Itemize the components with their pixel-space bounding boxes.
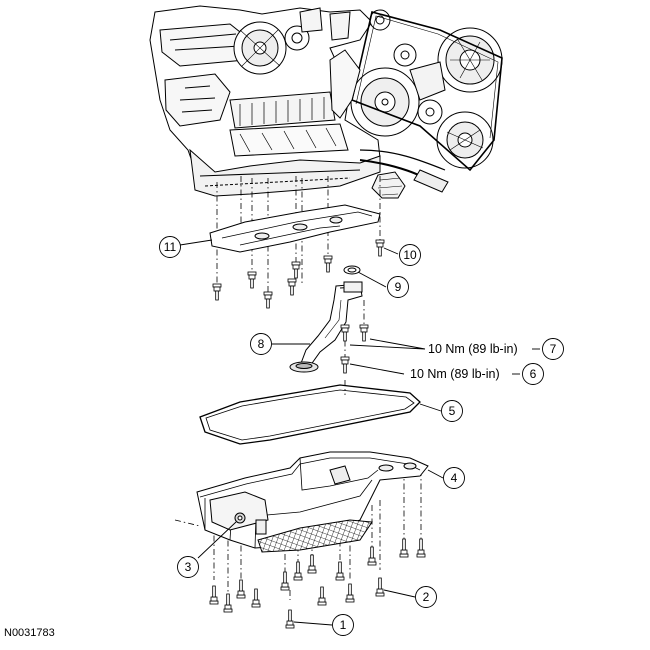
callout-number-11: 11 — [164, 240, 177, 254]
oil-pan — [196, 451, 429, 553]
callout-number-6: 6 — [530, 367, 537, 381]
callout-number-10: 10 — [403, 248, 417, 262]
callouts — [159, 236, 564, 636]
callout-circle-1 — [332, 614, 354, 636]
windage-tray — [209, 204, 381, 253]
leader-5 — [419, 403, 442, 412]
leader-11 — [179, 239, 213, 246]
figure-id: N0031783 — [4, 627, 55, 639]
callout-circle-8 — [250, 333, 272, 355]
callout-circle-10 — [399, 244, 421, 266]
callout-number-3: 3 — [185, 560, 192, 574]
callout-number-2: 2 — [423, 590, 430, 604]
callout-number-7: 7 — [550, 342, 557, 356]
engine-block-illustration — [149, 5, 503, 199]
torque-spec-6: 10 Nm (89 lb-in) — [410, 367, 500, 381]
leader-10 — [383, 247, 399, 255]
callout-circle-4 — [443, 467, 465, 489]
callout-circle-11 — [159, 236, 181, 258]
leader-3 — [197, 521, 237, 559]
torque-spec-7: 10 Nm (89 lb-in) — [428, 342, 518, 356]
leader-1 — [293, 621, 333, 626]
oil-pan-bolts — [209, 538, 426, 629]
leader-2 — [383, 589, 416, 598]
oil-pickup-tube — [289, 281, 363, 373]
callout-number-4: 4 — [451, 471, 458, 485]
leader-9 — [357, 271, 387, 288]
callout-circle-2 — [415, 586, 437, 608]
callout-circle-7 — [542, 338, 564, 360]
callout-circle-9 — [387, 276, 409, 298]
callout-circle-6 — [522, 363, 544, 385]
pickup-tube-gasket — [343, 265, 361, 275]
callout-numbers: 11 10 9 8 7 6 5 4 3 2 1 — [164, 240, 557, 632]
leader-7 — [349, 338, 426, 350]
callout-circle-3 — [177, 556, 199, 578]
callout-circle-5 — [441, 400, 463, 422]
oil-pan-gasket — [199, 384, 421, 445]
callout-number-8: 8 — [258, 337, 265, 351]
pickup-tube-bolts — [340, 324, 369, 374]
callout-number-9: 9 — [395, 280, 402, 294]
callout-number-5: 5 — [449, 404, 456, 418]
leader-6 — [349, 363, 405, 375]
callout-number-1: 1 — [340, 618, 347, 632]
torque-specs: 10 Nm (89 lb-in) 10 Nm (89 lb-in) — [410, 342, 518, 381]
leader-4 — [427, 469, 444, 479]
